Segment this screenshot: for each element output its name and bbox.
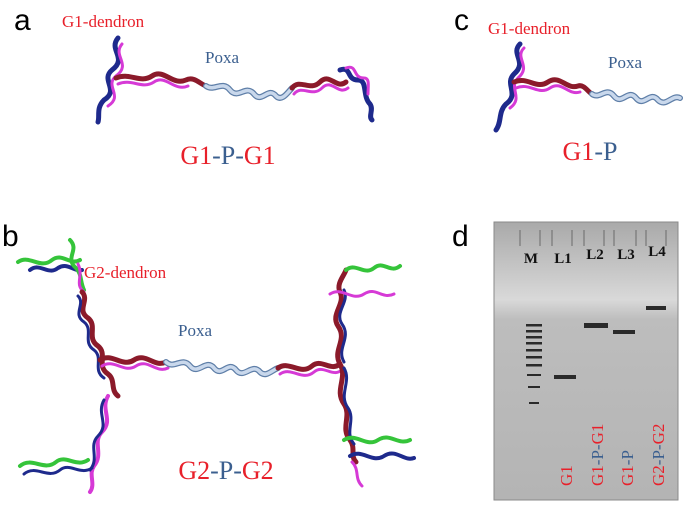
panel-b-poxa-polymer-core	[164, 360, 280, 376]
ladder-band	[526, 336, 542, 339]
panel-a: a G1-dendron Poxa G1-P-G1	[14, 4, 375, 170]
panel-b-construct-sep2: -	[233, 456, 242, 485]
lane-label-l2: L2	[586, 247, 604, 263]
band-l2	[584, 323, 608, 328]
panel-b-construct-g2-left: G2	[178, 456, 210, 485]
band-l3	[613, 330, 635, 334]
lane-label-l4: L4	[648, 244, 666, 260]
panel-b-construct-sep1: -	[210, 456, 219, 485]
panel-c-letter: c	[454, 4, 469, 37]
panel-b-letter: b	[2, 220, 19, 253]
sample-l3-part: G1	[618, 465, 637, 486]
ladder-band	[529, 402, 539, 404]
ladder-band	[526, 324, 542, 327]
sample-l4-part: -	[649, 444, 668, 450]
panel-a-construct-g1-right: G1	[244, 141, 276, 170]
panel-d-letter: d	[452, 220, 469, 253]
ladder-band	[527, 374, 541, 376]
sample-l4-part: P	[649, 450, 668, 459]
ladder-band	[526, 330, 542, 333]
panel-b-dendron-label: G2-dendron	[84, 263, 167, 282]
sample-l1-part: G1	[557, 465, 576, 486]
sample-l3-part: P	[618, 450, 637, 459]
ladder-band	[526, 356, 542, 359]
panel-b-construct-p: P	[219, 456, 233, 485]
ladder-band	[526, 349, 542, 352]
panel-b-left-dendron	[16, 238, 170, 494]
sample-l2-part: P	[588, 450, 607, 459]
sample-l2-part: -	[588, 444, 607, 450]
panel-a-poxa-polymer-core	[204, 84, 294, 100]
panel-a-construct-p: P	[221, 141, 235, 170]
gel-lane-labels: M L1 L2 L3 L4	[524, 244, 666, 267]
gel-image	[493, 221, 679, 501]
panel-a-construct-g1-left: G1	[180, 141, 212, 170]
ladder-band	[526, 364, 542, 367]
lane-label-m: M	[524, 251, 538, 267]
panel-c-poxa-polymer-core	[590, 90, 682, 105]
panel-b-poxa-label: Poxa	[178, 321, 212, 340]
band-l4	[646, 306, 666, 310]
panel-a-construct-sep2: -	[235, 141, 244, 170]
panel-b: b G2-dendron Poxa	[2, 220, 416, 494]
panel-b-construct-label: G2-P-G2	[178, 456, 273, 485]
panel-b-construct-g2-right: G2	[242, 456, 274, 485]
panel-b-right-dendron	[275, 263, 416, 488]
panel-a-construct-sep1: -	[212, 141, 221, 170]
svg-text:G1-P-G1: G1-P-G1	[180, 141, 275, 170]
lane-label-l1: L1	[554, 251, 572, 267]
panel-c-poxa-label: Poxa	[608, 53, 642, 72]
sample-l4-part: -	[649, 459, 668, 465]
sample-label-l4: G2-P-G2	[649, 424, 668, 486]
panel-a-dendron-label: G1-dendron	[62, 12, 145, 31]
panel-c-construct-g1: G1	[563, 137, 595, 166]
sample-l3-part: -	[618, 459, 637, 465]
sample-l2-part: G1	[588, 465, 607, 486]
sample-label-l1: G1	[557, 465, 576, 486]
sample-l2-part: G1	[588, 424, 607, 445]
panel-c-construct-label: G1-P	[563, 137, 618, 166]
panel-a-poxa-label: Poxa	[205, 48, 239, 67]
panel-c-construct-sep1: -	[594, 137, 603, 166]
panel-c-dendron	[493, 41, 595, 133]
panel-a-left-dendron	[95, 35, 209, 125]
band-l1	[554, 375, 576, 379]
panel-c-construct-p: P	[603, 137, 617, 166]
sample-l4-part: G2	[649, 424, 668, 445]
ladder-band	[528, 386, 540, 388]
ladder-band	[526, 342, 542, 345]
panel-c-dendron-label: G1-dendron	[488, 19, 571, 38]
sample-label-l3: G1-P	[618, 450, 637, 486]
marker-ladder	[526, 324, 542, 404]
panel-a-construct-label: G1-P-G1	[180, 141, 275, 170]
sample-label-l2: G1-P-G1	[588, 424, 607, 486]
panel-d: d M L1 L2 L3 L4	[452, 220, 679, 501]
panel-c: c G1-dendron Poxa G1-P	[454, 4, 683, 166]
sample-l2-part: -	[588, 459, 607, 465]
panel-a-letter: a	[14, 4, 31, 37]
lane-label-l3: L3	[617, 247, 635, 263]
sample-l4-part: G2	[649, 465, 668, 486]
panel-a-right-dendron	[289, 65, 375, 123]
gel-wells	[519, 230, 667, 246]
gel-sample-labels: G1 G1-P-G1 G1-P G2-P-G2	[557, 424, 668, 486]
